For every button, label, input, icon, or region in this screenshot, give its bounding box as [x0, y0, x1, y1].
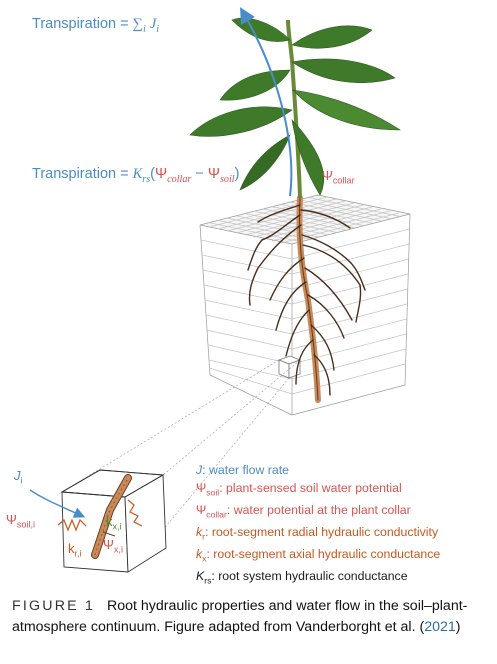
figure-caption: FIGURE 1 Root hydraulic properties and w… [12, 598, 468, 635]
caption-text: Root hydraulic properties and water flow… [12, 598, 468, 635]
kx-spring [127, 499, 143, 527]
legend-item-psi-soil: Ψsoil: plant-sensed soil water potential [196, 480, 402, 498]
j-arrow [29, 489, 86, 518]
transpiration-sum-equation: Transpiration = ∑i Ji [32, 16, 160, 35]
figure-label: FIGURE 1 [12, 598, 96, 614]
root-segments [91, 474, 132, 559]
j-label: Ji [14, 468, 23, 486]
kr-label: kr,i [68, 541, 82, 559]
psi-x-label: Ψx,i [103, 537, 123, 555]
figure: Transpiration = ∑i Ji Transpiration = Kr… [6, 7, 440, 590]
transpiration-arrow [240, 7, 293, 197]
legend-item-kr: kr: root-segment radial hydraulic conduc… [196, 524, 439, 542]
legend-item-kx: kx: root-segment axial hydraulic conduct… [196, 546, 441, 564]
psi-collar-label: Ψcollar [322, 168, 355, 186]
transpiration-conductance-equation: Transpiration = Krs(Ψcollar − Ψsoil) [32, 166, 240, 185]
legend-item-psi-collar: Ψcollar: water potential at the plant co… [196, 502, 411, 520]
legend-item-krs: Krs: root system hydraulic conductance [196, 568, 408, 586]
psi-soil-label: Ψsoil,i [6, 512, 36, 530]
citation-link[interactable]: 2021 [424, 619, 456, 635]
legend-item-j: J: water flow rate [196, 463, 289, 477]
figure-illustration [29, 7, 411, 573]
kr-spring [57, 518, 87, 532]
leaves [189, 17, 401, 196]
kx-label: kx,i [106, 514, 122, 532]
soil-block [199, 194, 411, 416]
root-system [247, 195, 366, 403]
zoom-lines [61, 359, 301, 573]
legend: J: water flow rate Ψsoil: plant-sensed s… [196, 462, 440, 590]
